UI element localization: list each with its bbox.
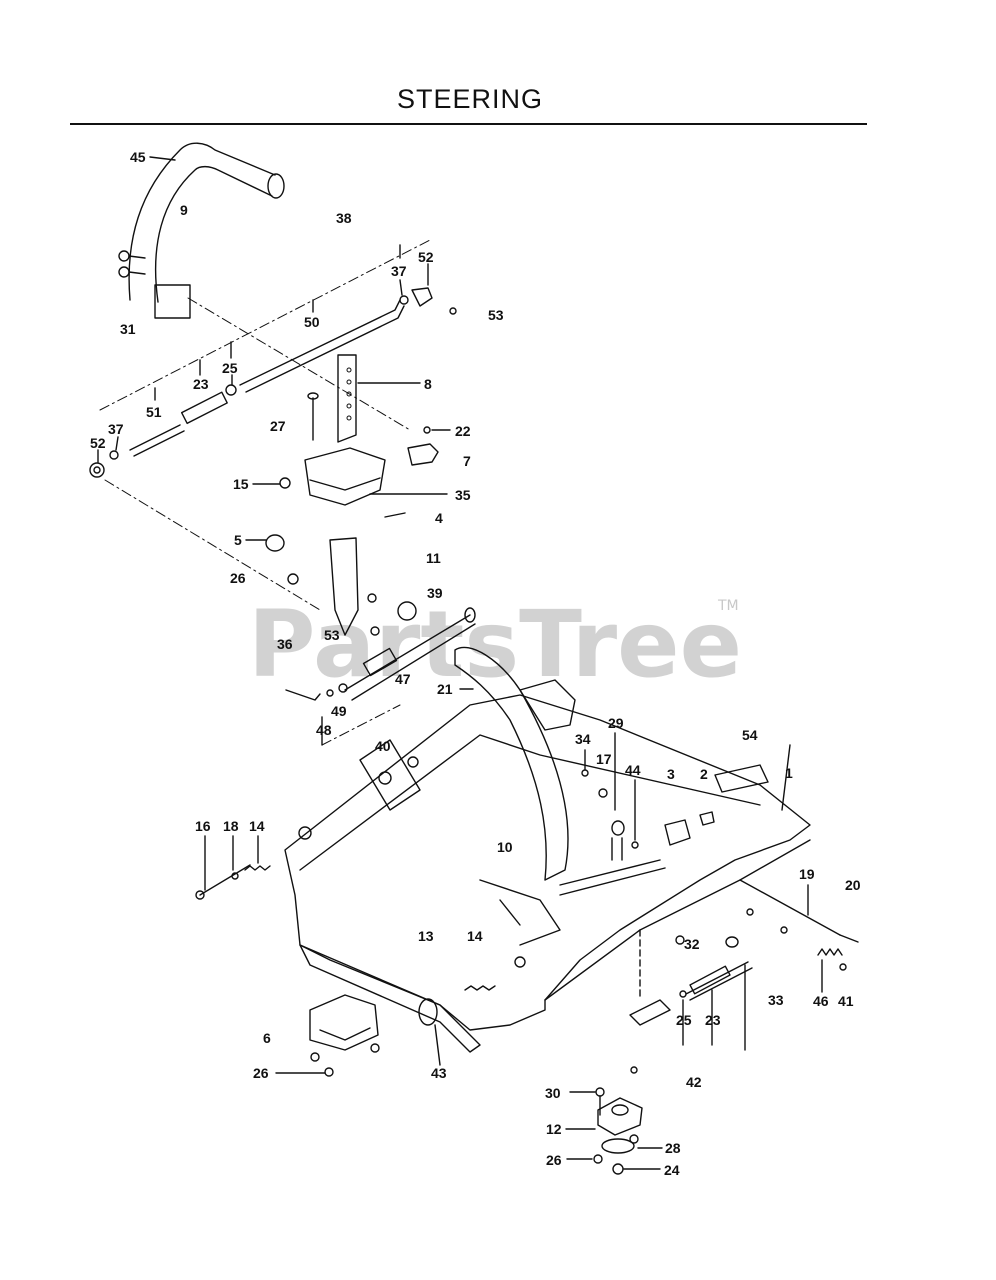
- callout-52: 52: [418, 249, 434, 265]
- callout-1: 1: [785, 765, 793, 781]
- callout-13: 13: [418, 928, 434, 944]
- callout-19: 19: [799, 866, 815, 882]
- callout-51: 51: [146, 404, 162, 420]
- callout-12: 12: [546, 1121, 562, 1137]
- title-rule: [70, 123, 867, 125]
- callout-31: 31: [120, 321, 136, 337]
- callout-41: 41: [838, 993, 854, 1009]
- callout-20: 20: [845, 877, 861, 893]
- callout-33: 33: [768, 992, 784, 1008]
- callout-53: 53: [488, 307, 504, 323]
- callout-52: 52: [90, 435, 106, 451]
- callout-26: 26: [253, 1065, 269, 1081]
- callout-26: 26: [546, 1152, 562, 1168]
- callout-6: 6: [263, 1030, 271, 1046]
- callout-3: 3: [667, 766, 675, 782]
- callout-25: 25: [222, 360, 238, 376]
- callout-23: 23: [193, 376, 209, 392]
- page-title: STEERING: [396, 84, 544, 114]
- callout-16: 16: [195, 818, 211, 834]
- callout-5: 5: [234, 532, 242, 548]
- callout-37: 37: [391, 263, 407, 279]
- callout-23: 23: [705, 1012, 721, 1028]
- callout-21: 21: [437, 681, 453, 697]
- callout-50: 50: [304, 314, 320, 330]
- callout-37: 37: [108, 421, 124, 437]
- callout-48: 48: [316, 722, 332, 738]
- callout-47: 47: [395, 671, 411, 687]
- callout-25: 25: [676, 1012, 692, 1028]
- callout-43: 43: [431, 1065, 447, 1081]
- watermark-trademark: TM: [717, 598, 739, 614]
- callout-36: 36: [277, 636, 293, 652]
- callout-35: 35: [455, 487, 471, 503]
- callout-15: 15: [233, 476, 249, 492]
- callout-10: 10: [497, 839, 513, 855]
- steering-handle: [118, 142, 285, 319]
- mower-frame: [284, 694, 811, 1053]
- callout-49: 49: [331, 703, 347, 719]
- callout-32: 32: [684, 936, 700, 952]
- callout-18: 18: [223, 818, 239, 834]
- callout-8: 8: [424, 376, 432, 392]
- callout-2: 2: [700, 766, 708, 782]
- callout-40: 40: [375, 738, 391, 754]
- watermark-text: PartsTree: [248, 591, 742, 698]
- callout-53: 53: [324, 627, 340, 643]
- callout-54: 54: [742, 727, 758, 743]
- callout-11: 11: [426, 550, 441, 566]
- callout-29: 29: [608, 715, 624, 731]
- callout-27: 27: [270, 418, 286, 434]
- callout-17: 17: [596, 751, 612, 767]
- callout-45: 45: [130, 149, 146, 165]
- callout-42: 42: [686, 1074, 702, 1090]
- callout-labels: 45 9 38 37 52 53 31 50 25 23 8 51 27 37 …: [90, 149, 861, 1178]
- callout-22: 22: [455, 423, 471, 439]
- callout-30: 30: [545, 1085, 561, 1101]
- callout-14: 14: [467, 928, 483, 944]
- callout-46: 46: [813, 993, 829, 1009]
- callout-39: 39: [427, 585, 443, 601]
- callout-7: 7: [463, 453, 471, 469]
- callout-14: 14: [249, 818, 265, 834]
- callout-9: 9: [180, 202, 188, 218]
- callout-24: 24: [664, 1162, 680, 1178]
- callout-38: 38: [336, 210, 352, 226]
- callout-44: 44: [625, 762, 641, 778]
- callout-28: 28: [665, 1140, 681, 1156]
- callout-34: 34: [575, 731, 591, 747]
- callout-26: 26: [230, 570, 246, 586]
- callout-4: 4: [435, 510, 443, 526]
